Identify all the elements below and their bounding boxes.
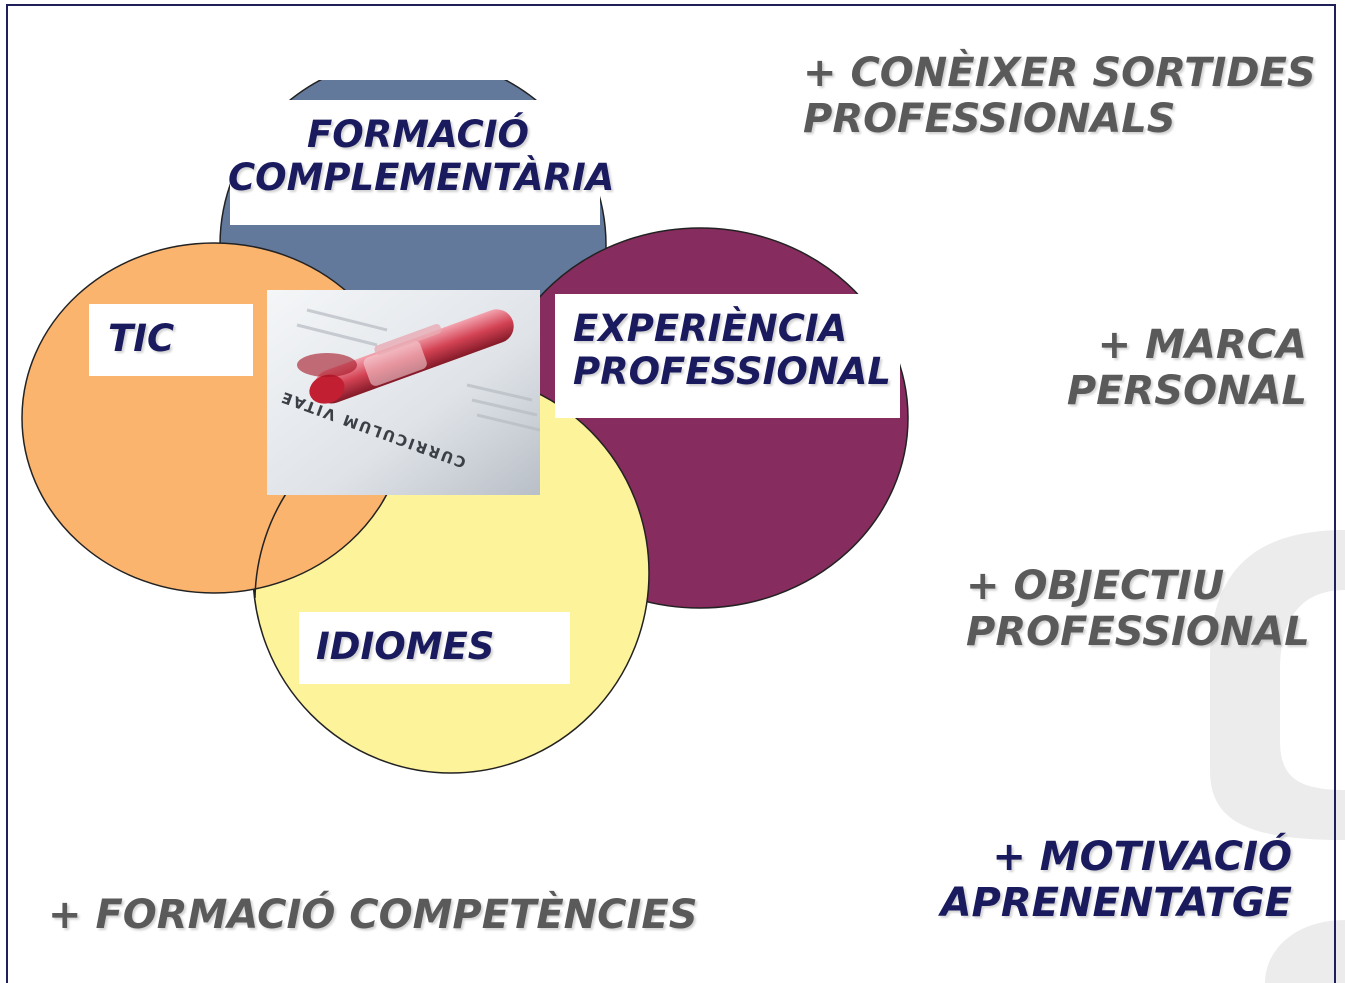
bottom-item-competencies: + FORMACIÓ COMPETÈNCIES bbox=[48, 892, 698, 938]
side-item-objectiu-line2: PROFESSIONAL bbox=[966, 609, 1310, 655]
slide-border bbox=[6, 4, 1336, 983]
side-item-marca-line1: + MARCA bbox=[1097, 322, 1307, 368]
side-item-sortides-line2: PROFESSIONALS bbox=[803, 96, 1176, 142]
side-item-sortides: + CONÈIXER SORTIDES PROFESSIONALS bbox=[803, 50, 1316, 142]
tic-label-box bbox=[89, 304, 253, 376]
tic-label: TIC bbox=[108, 317, 175, 360]
side-item-sortides-line1: + CONÈIXER SORTIDES bbox=[803, 50, 1316, 96]
side-item-motivacio: + MOTIVACIÓ APRENENTATGE bbox=[940, 834, 1292, 926]
formacio-label-line1: FORMACIÓ bbox=[307, 113, 529, 156]
idiomes-label: IDIOMES bbox=[316, 625, 495, 668]
experiencia-label-box bbox=[555, 294, 900, 418]
side-item-marca-line2: PERSONAL bbox=[1066, 368, 1307, 414]
formacio-label: FORMACIÓ COMPLEMENTÀRIA bbox=[228, 113, 615, 199]
side-item-motivacio-line2: APRENENTATGE bbox=[940, 880, 1292, 926]
side-item-objectiu: + OBJECTIU PROFESSIONAL bbox=[966, 563, 1310, 655]
side-item-motivacio-line1: + MOTIVACIÓ bbox=[992, 834, 1292, 880]
idiomes-label-box bbox=[299, 612, 570, 684]
curriculum-vitae-photo: CURRICULUM VITAE bbox=[267, 290, 540, 495]
formacio-label-line2: COMPLEMENTÀRIA bbox=[228, 155, 615, 199]
watermark-graphic bbox=[1210, 530, 1345, 983]
side-item-objectiu-line1: + OBJECTIU bbox=[966, 563, 1225, 609]
side-item-marca: + MARCA PERSONAL bbox=[1067, 322, 1307, 414]
experiencia-label-line1: EXPERIÈNCIA bbox=[573, 307, 848, 350]
experiencia-label-line2: PROFESSIONAL bbox=[573, 349, 891, 393]
experiencia-label: EXPERIÈNCIA PROFESSIONAL bbox=[573, 307, 891, 393]
formacio-label-box bbox=[230, 100, 600, 225]
